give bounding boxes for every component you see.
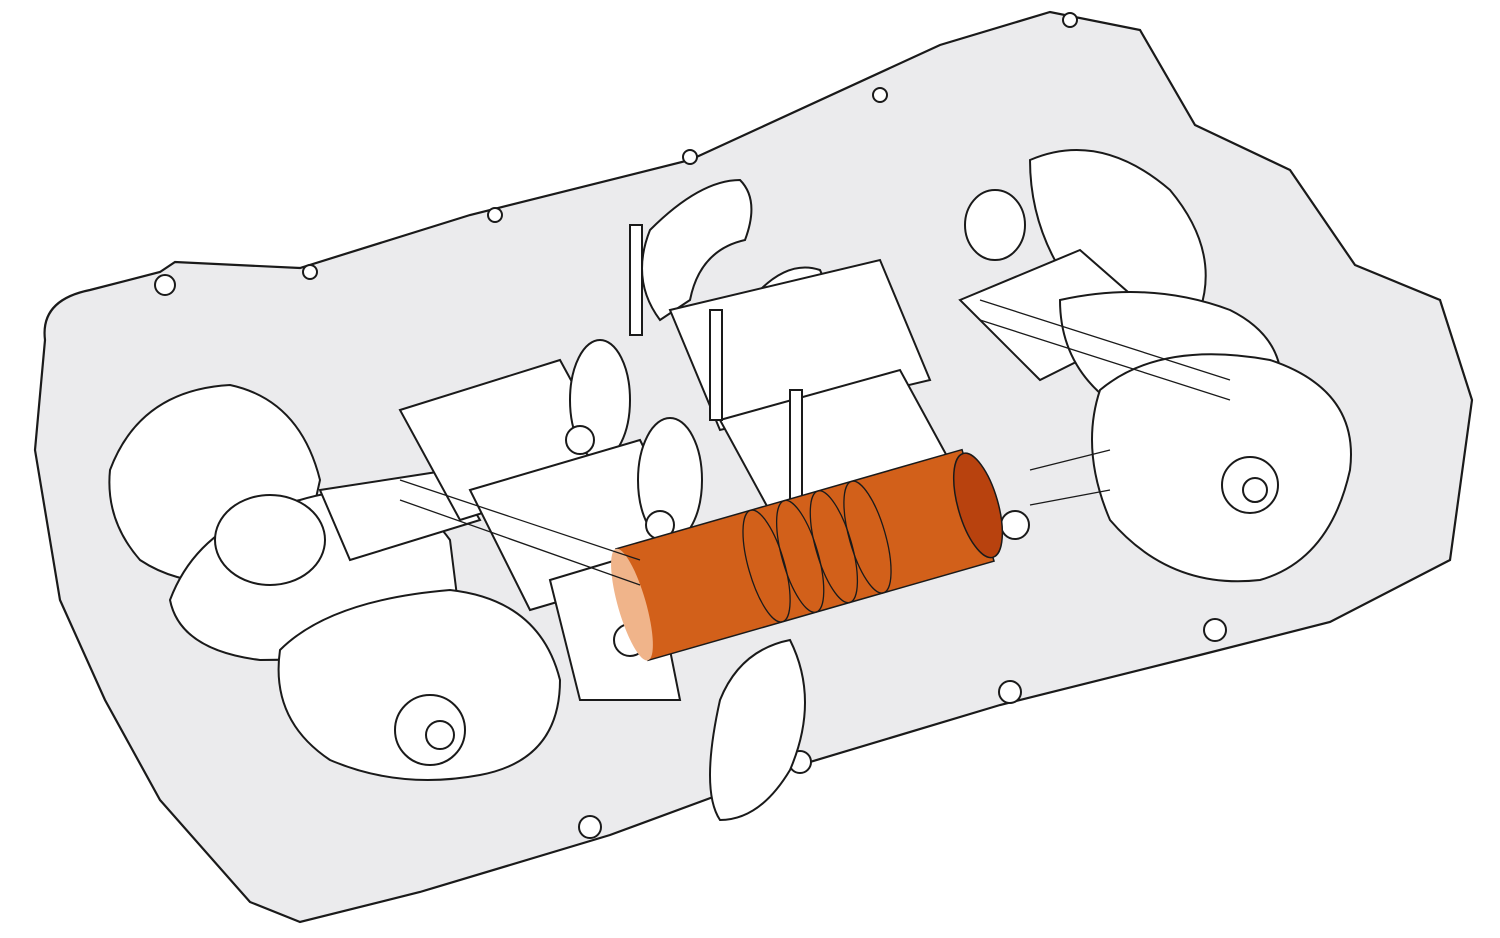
bolt-icon bbox=[487, 207, 503, 223]
highlighted-cylinder bbox=[611, 448, 1004, 662]
spark-plug-icon bbox=[789, 389, 803, 501]
bolt-icon bbox=[578, 815, 602, 839]
right-crankshaft bbox=[958, 149, 1352, 583]
spark-plug-icon bbox=[629, 224, 643, 336]
bolt-icon bbox=[682, 149, 698, 165]
left-crankshaft bbox=[108, 383, 562, 781]
spark-plug-icon bbox=[709, 309, 723, 421]
bolt-icon bbox=[998, 680, 1022, 704]
bolt-icon bbox=[1203, 618, 1227, 642]
connecting-rods bbox=[399, 299, 1231, 586]
bolt-icon bbox=[154, 274, 176, 296]
bolt-icon bbox=[872, 87, 888, 103]
bolt-icon bbox=[1062, 12, 1078, 28]
bolts bbox=[154, 12, 1227, 839]
bolt-icon bbox=[302, 264, 318, 280]
